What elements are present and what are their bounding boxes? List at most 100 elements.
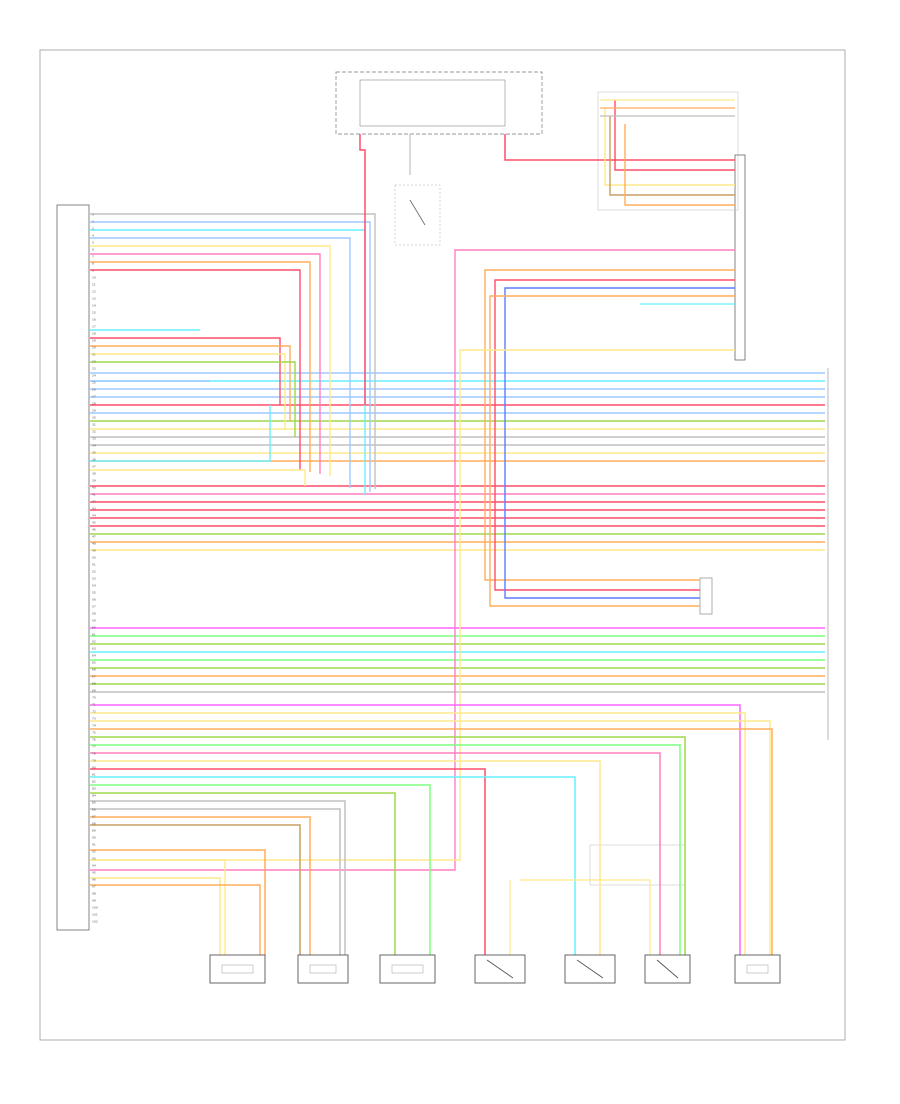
restraint-control-module [56, 204, 90, 931]
pin-number: 3 [92, 227, 94, 231]
component-wire [90, 859, 226, 955]
pin-number: 102 [92, 920, 98, 924]
pin-number: 7 [92, 255, 94, 259]
pin-number: 32 [92, 430, 96, 434]
pin-number: 56 [92, 598, 96, 602]
module-wire [90, 213, 376, 489]
pin-number: 89 [92, 829, 96, 833]
passenger-seat-sensor-box [209, 954, 266, 984]
module-wire [489, 295, 735, 607]
module-wire [90, 269, 301, 470]
pin-number: 11 [92, 283, 96, 287]
pin-number: 34 [92, 444, 96, 448]
pretensioner-element [746, 964, 769, 974]
diagram-frame [39, 49, 846, 1041]
pin-number: 68 [92, 682, 96, 686]
clockspring-wire [504, 134, 735, 161]
buckle-switch-3-contact [656, 959, 679, 979]
pin-number: 37 [92, 465, 96, 469]
pin-number: 46 [92, 528, 96, 532]
pin-number: 35 [92, 451, 96, 455]
component-wire [90, 784, 431, 955]
pin-number: 86 [92, 808, 96, 812]
pin-number: 75 [92, 731, 96, 735]
module-wire [484, 269, 735, 581]
pin-number: 63 [92, 647, 96, 651]
component-wire [90, 877, 221, 955]
pin-number: 45 [92, 521, 96, 525]
module-wire [504, 287, 735, 599]
pin-number: 97 [92, 885, 96, 889]
pin-number: 53 [92, 577, 96, 581]
right-top-connector [597, 91, 739, 211]
passenger-seat-sensor-connector [699, 577, 713, 615]
pin-number: 65 [92, 661, 96, 665]
component-wire [90, 728, 773, 955]
pin-number: 36 [92, 458, 96, 462]
module-wire [624, 124, 735, 206]
clockspring-box [335, 71, 543, 135]
side-airbag-element [391, 964, 424, 974]
pin-number: 58 [92, 612, 96, 616]
pin-number: 51 [92, 563, 96, 567]
pin-number: 66 [92, 668, 96, 672]
module-wire [90, 405, 271, 462]
component-wire [90, 768, 486, 955]
component-wire [90, 808, 341, 955]
component-wire [90, 816, 311, 955]
pin-number: 81 [92, 773, 96, 777]
pin-number: 21 [92, 353, 96, 357]
pin-number: 17 [92, 325, 96, 329]
pin-number: 24 [92, 374, 96, 378]
pin-number: 16 [92, 318, 96, 322]
component-wire [90, 736, 686, 955]
module-wire [90, 253, 321, 474]
pretensioner-box [734, 954, 781, 984]
module-wire [90, 221, 371, 492]
pin-number: 83 [92, 787, 96, 791]
module-wire [90, 261, 311, 472]
pin-number: 84 [92, 794, 96, 798]
pin-number: 79 [92, 759, 96, 763]
safing-sensor-box [394, 184, 441, 246]
clockspring-wire [359, 134, 366, 405]
pin-number: 5 [92, 241, 94, 245]
pin-label-group: 1234567891011121314151617181920212223242… [92, 213, 98, 924]
pin-number: 82 [92, 780, 96, 784]
pin-number: 49 [92, 549, 96, 553]
pin-number: 61 [92, 633, 96, 637]
buckle-switch-3-box [644, 954, 691, 984]
pin-number: 41 [92, 493, 96, 497]
pin-number: 100 [92, 906, 98, 910]
pin-number: 23 [92, 367, 96, 371]
pin-number: 94 [92, 864, 96, 868]
pin-number: 95 [92, 871, 96, 875]
component-wire [90, 776, 576, 955]
component-wire [90, 712, 746, 955]
pin-number: 98 [92, 892, 96, 896]
pin-number: 9 [92, 269, 94, 273]
component-wire [90, 720, 771, 955]
pin-number: 80 [92, 766, 96, 770]
right-module [734, 154, 746, 361]
component-wire [520, 879, 601, 955]
pin-number: 48 [92, 542, 96, 546]
pin-number: 91 [92, 843, 96, 847]
safing-sensor-contact [409, 199, 426, 226]
pin-number: 30 [92, 416, 96, 420]
module-wire [604, 108, 735, 186]
pin-number: 42 [92, 500, 96, 504]
component-wire [90, 824, 301, 955]
pin-number: 8 [92, 262, 94, 266]
pin-number: 92 [92, 850, 96, 854]
pin-number: 1 [92, 213, 94, 217]
component-wire [90, 704, 741, 955]
module-wire [90, 353, 286, 429]
pin-number: 20 [92, 346, 96, 350]
pin-number: 15 [92, 311, 96, 315]
component-wire [590, 879, 651, 955]
component-wire [90, 849, 266, 955]
pin-number: 26 [92, 388, 96, 392]
pin-number: 71 [92, 703, 96, 707]
